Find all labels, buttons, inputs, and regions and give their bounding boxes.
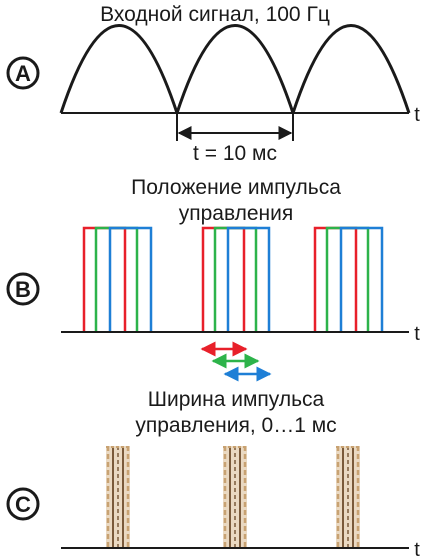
panel-c-title-line2: управления, 0…1 мс — [135, 414, 336, 437]
panel-b-title-line1: Положение импульса — [131, 176, 341, 199]
width-pulse-3 — [336, 446, 360, 548]
pulse-group-1 — [82, 226, 153, 332]
panel-b-badge: B — [6, 272, 40, 306]
panel-b-badge-letter: B — [15, 277, 31, 302]
panel-c-title-line1: Ширина импульса — [148, 388, 325, 411]
period-label: t = 10 мс — [193, 142, 277, 165]
rectified-sine-wave — [59, 24, 411, 114]
width-pulse-2 — [223, 446, 247, 548]
phase-shift-arrows — [200, 341, 272, 382]
width-pulse-1 — [106, 446, 130, 548]
panel-b-title-line2: управления — [179, 202, 294, 225]
panel-c-axis-label: t — [414, 539, 420, 559]
panel-a-title: Входной сигнал, 100 Гц — [100, 3, 330, 26]
pulse-group-3 — [313, 226, 384, 332]
panel-c-badge: C — [6, 487, 40, 521]
panel-a-axis-label: t — [414, 104, 420, 126]
panel-c-badge-letter: C — [15, 492, 31, 517]
panel-a-badge: A — [6, 56, 40, 90]
panel-a-badge-letter: A — [15, 61, 31, 86]
pulse-group-2 — [201, 226, 271, 332]
panel-b-axis-label: t — [414, 323, 420, 345]
period-marker — [176, 113, 294, 141]
